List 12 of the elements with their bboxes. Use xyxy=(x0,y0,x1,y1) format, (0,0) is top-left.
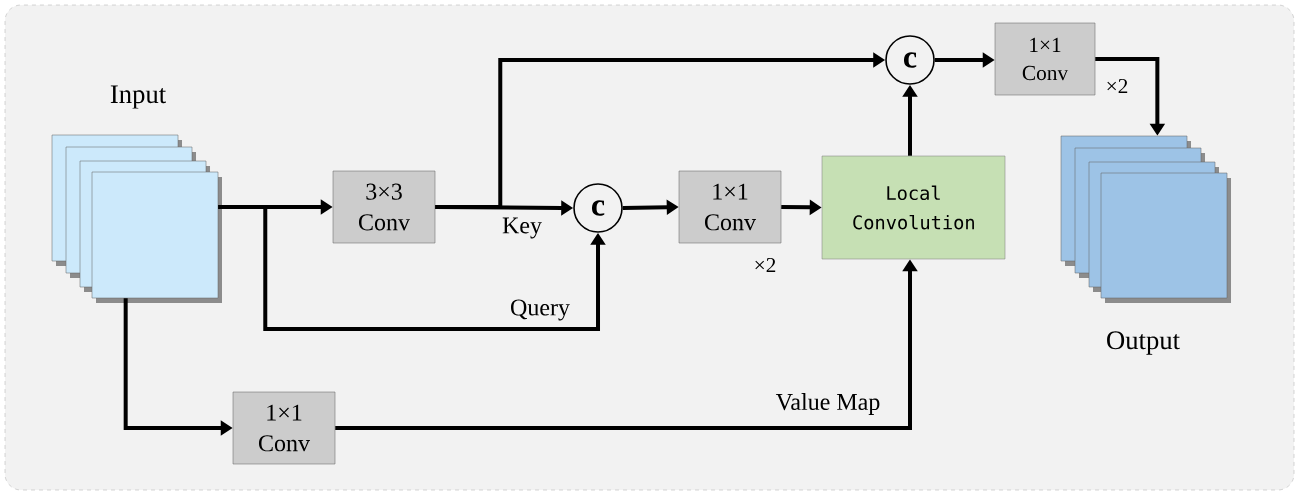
edge-label: Key xyxy=(500,216,544,240)
stack-label: Output xyxy=(1107,331,1180,355)
edge-label: Value Map xyxy=(774,391,882,417)
repeat-label: ×2 xyxy=(755,257,776,273)
repeat-label: ×2 xyxy=(1107,78,1128,94)
conv-box: 1×1 Conv xyxy=(994,22,1096,96)
stack-label: Input xyxy=(110,85,166,109)
process-box: Local Convolution xyxy=(821,155,1006,260)
conv-box: 3×3 Conv xyxy=(332,170,436,244)
conv-box: 1×1 Conv xyxy=(232,391,336,465)
edge-label: Query xyxy=(508,298,572,322)
conv-box: 1×1 Conv xyxy=(678,170,782,244)
